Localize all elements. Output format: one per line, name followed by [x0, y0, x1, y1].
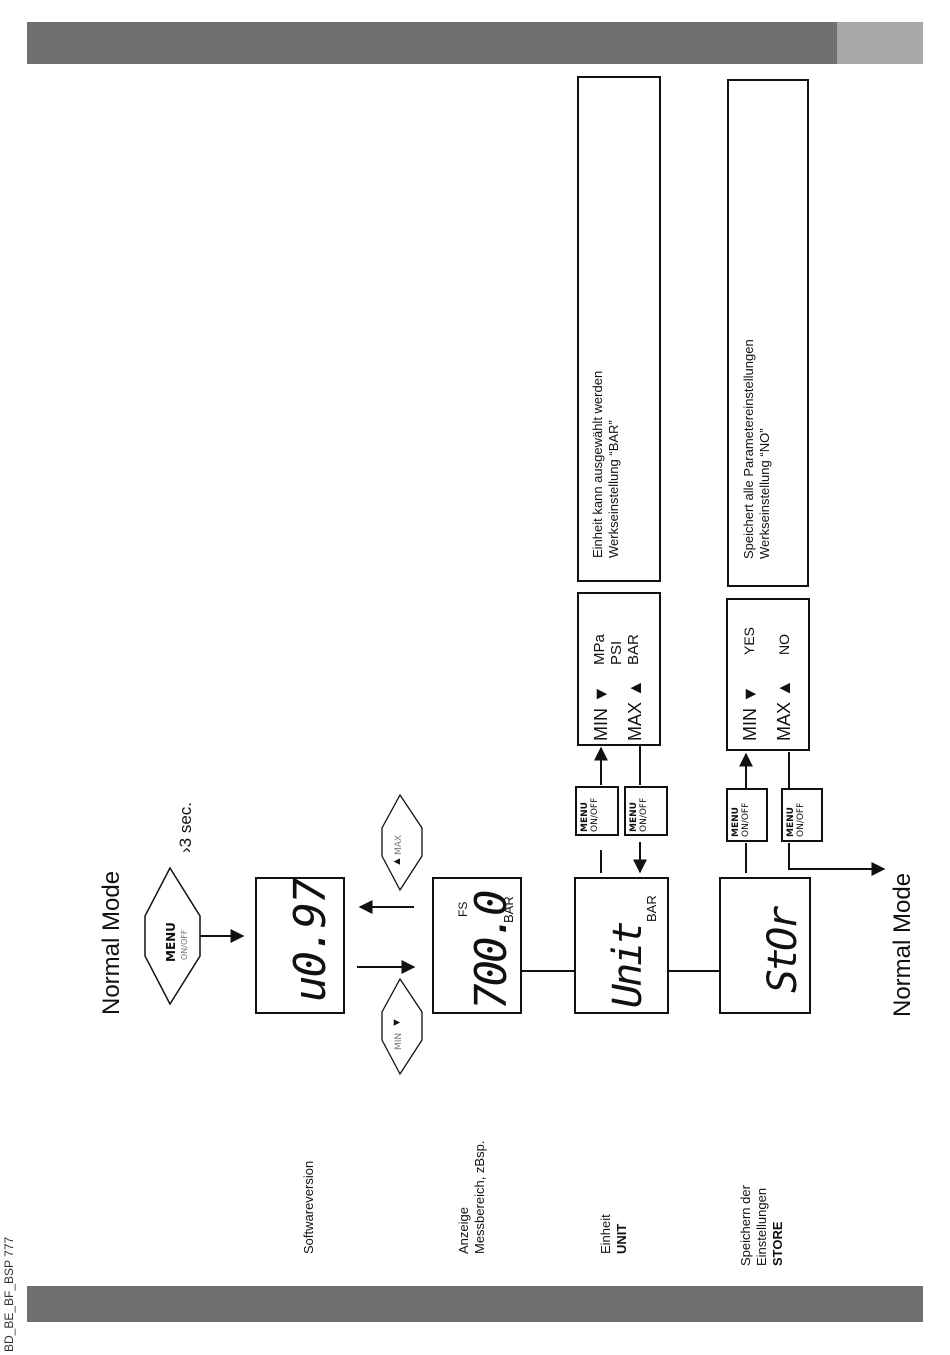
footer-bar [27, 1286, 923, 1322]
store-menu-button-next-label: MENU [731, 807, 741, 837]
unit-min-option-label: MIN ▼ [591, 685, 611, 741]
store-display [719, 877, 811, 1014]
range-display [432, 877, 522, 1014]
store-options-box [726, 598, 810, 751]
store-menu-button-back-sublabel: ON/OFF [796, 802, 806, 837]
normal-mode-top-label: Normal Mode [98, 870, 125, 1015]
row-unit-label-1: Einheit [598, 1214, 613, 1254]
unit-option-bar[interactable]: BAR [625, 634, 642, 665]
header-bar-accent [837, 22, 923, 64]
store-menu-button-next-sublabel: ON/OFF [741, 802, 751, 837]
store-option-yes[interactable]: YES [741, 626, 757, 655]
normal-mode-bottom-label: Normal Mode [889, 872, 916, 1017]
menu-key-sublabel: ON/OFF [180, 929, 189, 960]
store-menu-button-back-label: MENU [786, 807, 796, 837]
unit-note-box [577, 76, 661, 582]
row-software-label: Softwareversion [301, 1160, 316, 1254]
unit-max-option-label: MAX ▲ [625, 679, 645, 741]
row-store-label-2: Einstellungen [754, 1187, 769, 1266]
menu-key-icon[interactable] [143, 866, 203, 1006]
unit-note-line-1: Einheit kann ausgewählt werden [590, 370, 605, 558]
unit-note-line-2: Werkseinstellung “BAR” [606, 420, 621, 558]
unit-options-box [577, 592, 661, 746]
store-menu-button-next[interactable] [726, 788, 768, 842]
unit-menu-button-back-sublabel: ON/OFF [639, 797, 649, 832]
unit-menu-button-next-sublabel: ON/OFF [590, 797, 600, 832]
min-key-label: MIN [394, 1032, 404, 1050]
unit-menu-button-back[interactable] [624, 786, 668, 836]
store-min-option-label: MIN ▼ [740, 685, 760, 741]
range-unit-label: BAR [501, 896, 516, 923]
store-max-option-label: MAX ▲ [774, 679, 794, 741]
menu-key-label: MENU [164, 922, 178, 962]
row-store-label-3: STORE [770, 1221, 785, 1266]
header-bar [27, 22, 837, 64]
store-menu-button-back[interactable] [781, 788, 823, 842]
unit-menu-button-next-label: MENU [580, 802, 590, 832]
software-display [255, 877, 345, 1014]
min-key-arrow-icon: ▼ [391, 1017, 403, 1028]
range-fs-label: FS [456, 901, 470, 917]
store-note-line-2: Werkseinstellung “NO” [757, 428, 772, 559]
unit-display [574, 877, 669, 1014]
store-note-box [727, 79, 809, 587]
unit-option-mpa[interactable]: MPa [591, 634, 608, 665]
row-range-label-1: Anzeige [456, 1207, 471, 1254]
store-note-line-1: Speichert alle Parametereinstellungen [741, 339, 756, 559]
unit-option-psi[interactable]: PSI [608, 640, 625, 665]
max-key-icon[interactable] [380, 793, 424, 893]
store-option-no[interactable]: NO [776, 634, 792, 655]
row-range-label-2: Messbereich, zBsp. [472, 1140, 487, 1254]
max-key-arrow-icon: ▲ [391, 856, 403, 867]
hold-time-label: ›3 sec. [176, 801, 195, 853]
unit-menu-button-next[interactable] [575, 786, 619, 836]
row-store-label-1: Speichern der [738, 1185, 753, 1266]
store-display-value: StOr [760, 908, 806, 993]
unit-display-unit: BAR [644, 895, 659, 922]
max-key-label: MAX [394, 834, 404, 855]
software-display-value: u0.97 [285, 879, 336, 1002]
min-key-icon[interactable] [380, 977, 424, 1077]
unit-menu-button-back-label: MENU [629, 802, 639, 832]
unit-display-value: Unit [605, 923, 651, 1008]
row-unit-label-2: UNIT [614, 1223, 629, 1254]
